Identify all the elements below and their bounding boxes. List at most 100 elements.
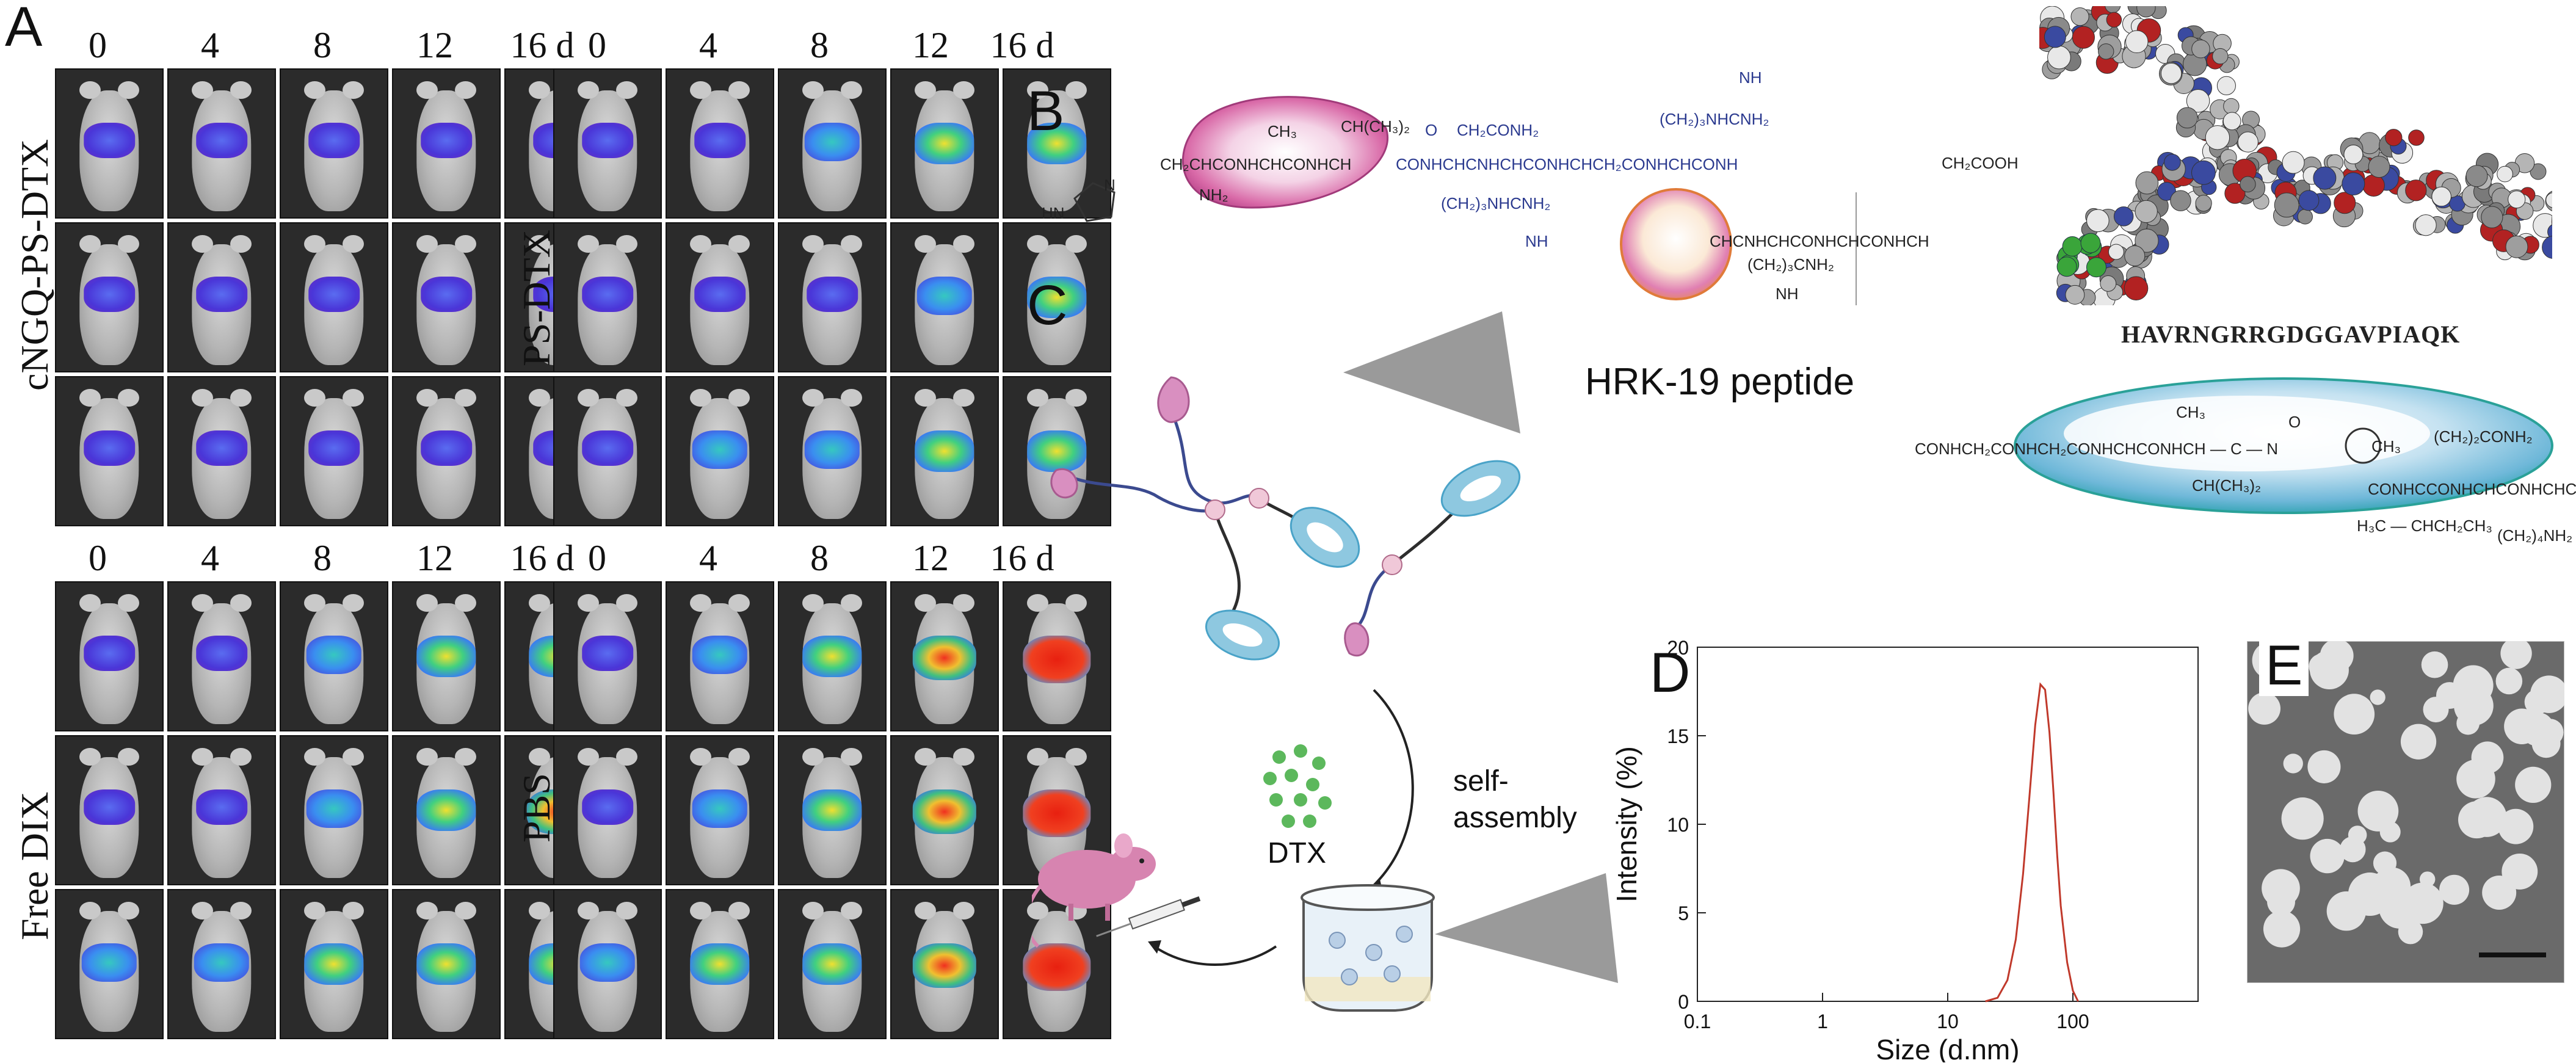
nanoparticle <box>2310 838 2345 874</box>
y-tick-label: 0 <box>1678 991 1689 1013</box>
nanoparticle <box>2248 692 2280 725</box>
day-label: 0 <box>89 25 107 65</box>
mouse-image <box>890 735 999 885</box>
day-label: 16 d <box>990 538 1054 578</box>
atom-sphere <box>2237 131 2259 153</box>
nanoparticle <box>2421 651 2448 678</box>
mouse-image <box>553 222 662 372</box>
bioluminescence-signal <box>308 277 360 313</box>
mouse-image <box>890 376 999 526</box>
chem-nh-b: NH <box>1525 232 1548 250</box>
chem-lys-sidechain: (CH₂)₃CNH₂ <box>1747 255 1834 274</box>
conjugate-heads <box>1050 376 1402 657</box>
atom-sphere <box>2106 12 2122 28</box>
atom-sphere <box>2170 190 2191 211</box>
day-label: 0 <box>588 25 606 65</box>
nanoparticle <box>2530 675 2564 713</box>
atom-sphere <box>2108 244 2124 260</box>
atom-sphere <box>2274 192 2299 218</box>
atom-sphere <box>2191 39 2210 59</box>
x-tick-label: 1 <box>1817 1010 1828 1032</box>
mouse-image <box>553 68 662 219</box>
chem-tail-ch3: CH₃ <box>2176 403 2206 421</box>
mouse-image <box>167 376 276 526</box>
mouse-image <box>167 735 276 885</box>
chem-tail-lys: (CH₂)₄NH₂ <box>2497 526 2573 545</box>
atom-sphere <box>2125 30 2149 54</box>
chem-tail-ch-ch3-2: CH(CH₃)₂ <box>2192 476 2262 495</box>
y-tick-label: 20 <box>1667 637 1689 659</box>
atom-sphere <box>2545 192 2552 208</box>
mouse-image <box>553 581 662 731</box>
pointer-triangle-bottom <box>1435 873 1618 983</box>
atom-sphere <box>2065 285 2085 305</box>
bioluminescence-signal <box>582 430 633 466</box>
mouse-image <box>392 376 501 526</box>
panel-label-a: A <box>5 0 43 58</box>
nanoparticle <box>2515 766 2552 803</box>
atom-sphere <box>2216 76 2236 95</box>
bioluminescence-signal <box>802 636 862 677</box>
bioluminescence-signal <box>194 943 250 982</box>
chem-tail-o: O <box>2288 413 2301 431</box>
atom-sphere <box>2136 6 2156 18</box>
bioluminescence-signal <box>692 789 748 829</box>
bioluminescence-signal <box>1027 123 1087 164</box>
atom-sphere <box>2205 125 2230 150</box>
atom-sphere <box>2070 7 2089 26</box>
bioluminescence-signal <box>916 277 973 316</box>
chem-ch-ch3-2: CH(CH₃)₂ <box>1341 117 1410 136</box>
chem-tail-main: CONHCH₂CONHCH₂CONHCHCONHCH — C — N <box>1915 440 2279 458</box>
bioluminescence-signal <box>196 636 247 672</box>
atom-sphere <box>2408 129 2425 146</box>
mouse-image <box>392 68 501 219</box>
mouse-image <box>666 222 774 372</box>
atom-sphere <box>2313 166 2337 190</box>
day-label: 0 <box>588 538 606 578</box>
bioluminescence-signal <box>306 636 362 675</box>
tem-micrograph-image <box>2247 641 2564 983</box>
atom-sphere <box>2098 43 2114 60</box>
mouse-image <box>167 68 276 219</box>
day-label: 8 <box>810 25 829 65</box>
peptide-sequence: HAVRNGRRGDGGAVPIAQK <box>2121 321 2461 348</box>
bioluminescence-signal <box>582 123 633 159</box>
nanoparticle <box>2348 825 2367 844</box>
pointer-triangle-top <box>1343 311 1520 434</box>
bioluminescence-signal <box>306 789 362 829</box>
mouse-image <box>778 376 887 526</box>
atom-sphere <box>2224 183 2246 204</box>
peptide-tail-drawing <box>2014 377 2553 514</box>
atom-sphere <box>2508 190 2526 209</box>
chem-tail-right: CONHCCONHCHCONHCHCOOH <box>2368 480 2576 498</box>
mouse-image <box>55 376 164 526</box>
mouse-image <box>55 68 164 219</box>
atom-sphere <box>2195 195 2212 212</box>
chem-nh2: NH₂ <box>1199 186 1228 204</box>
chart-xlabel: Size (d.nm) <box>1876 1034 2019 1062</box>
bioluminescence-signal <box>84 636 135 672</box>
mouse-image <box>1003 222 1111 372</box>
bioluminescence-signal <box>807 277 858 313</box>
pyrrolidine-ring <box>2345 427 2381 464</box>
nanoparticle <box>2307 750 2341 783</box>
atom-sphere <box>2047 45 2071 70</box>
bioluminescence-signal <box>421 430 472 466</box>
atom-sphere <box>2135 228 2159 253</box>
y-tick-label: 10 <box>1667 814 1689 836</box>
bioluminescence-signal <box>692 636 748 675</box>
atom-sphere <box>2080 233 2101 253</box>
atom-sphere <box>2135 200 2158 223</box>
chem-loop-main: CHCNHCHCONHCHCONHCH <box>1710 232 1929 250</box>
atom-sphere <box>2385 129 2403 147</box>
bioluminescence-signal <box>915 430 974 472</box>
mouse-image <box>778 222 887 372</box>
atom-sphere <box>2342 172 2365 196</box>
bioluminescence-signal <box>416 636 476 677</box>
pink-loop-shape <box>1182 96 1388 209</box>
injection-arrow <box>1153 945 1277 966</box>
nanoparticle <box>2500 641 2532 669</box>
bioluminescence-signal <box>196 123 247 159</box>
mouse-image <box>778 68 887 219</box>
conjugate-molecules <box>1068 421 1460 630</box>
